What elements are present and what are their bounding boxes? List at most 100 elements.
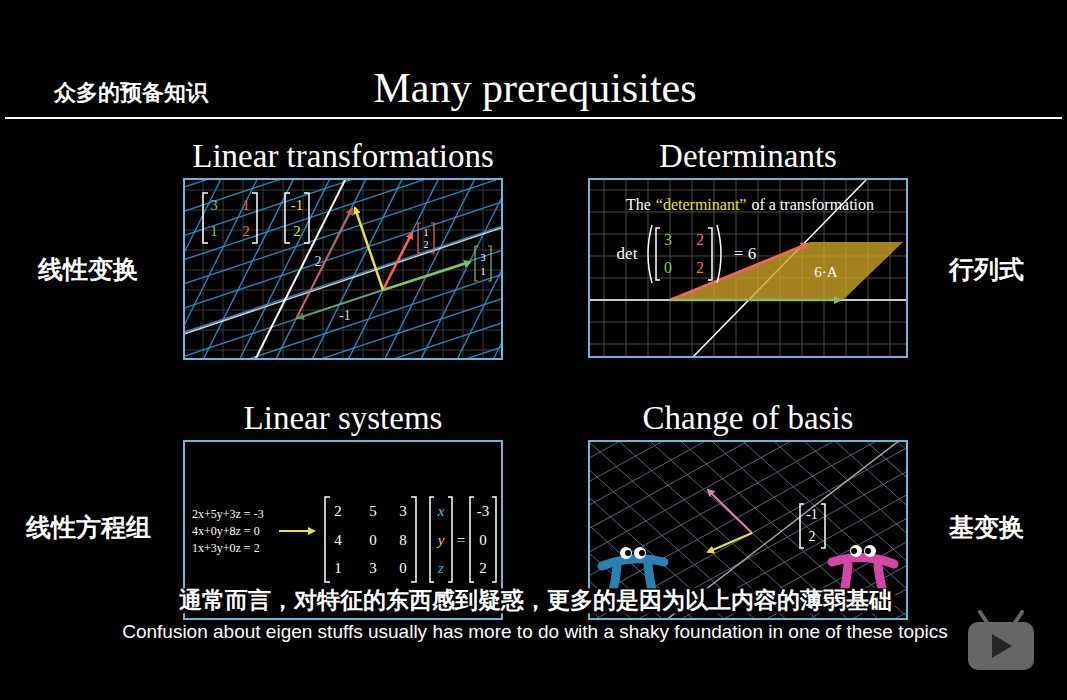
vector-bracket xyxy=(800,504,825,548)
figure-label: 6·A xyxy=(814,264,837,281)
grid-line xyxy=(590,442,906,618)
figure-label: 4 xyxy=(334,532,342,549)
grid-line xyxy=(590,442,906,618)
watermark-screen xyxy=(968,622,1034,670)
grid-line xyxy=(423,180,424,358)
grid-line xyxy=(287,180,501,358)
scaled-j-vector xyxy=(296,209,352,319)
grid-line xyxy=(185,180,501,358)
axis-line xyxy=(590,299,906,301)
grid-line xyxy=(223,180,224,358)
grid-line xyxy=(185,180,435,358)
matrix-bracket xyxy=(656,228,712,280)
grid-line xyxy=(463,180,464,358)
i-hat-vector xyxy=(670,299,840,302)
figure-label: 1 xyxy=(210,223,218,240)
grid-line xyxy=(590,442,906,618)
figure-label: 1 xyxy=(424,227,429,238)
grid-line xyxy=(185,180,305,358)
grid-line xyxy=(590,442,906,618)
grid-line xyxy=(200,180,501,358)
determinant-parens xyxy=(648,225,721,283)
grid-line xyxy=(590,442,906,618)
matrix-bracket xyxy=(203,193,257,243)
matrix-bracket xyxy=(325,497,416,582)
figure-label: 3 xyxy=(210,197,218,214)
grid-line xyxy=(185,214,501,358)
grid-line xyxy=(590,442,906,618)
figure-label: 2 xyxy=(696,259,704,277)
pi-body xyxy=(832,557,894,564)
grid-line xyxy=(185,180,261,358)
grid-line xyxy=(590,442,906,618)
determinant-figure xyxy=(590,180,906,356)
panel-heading: Linear transformations xyxy=(192,138,493,174)
figure-label: y xyxy=(438,532,445,549)
grid-line xyxy=(185,180,501,358)
grid-line xyxy=(283,180,284,358)
figure-label: 1 xyxy=(481,266,486,277)
figure-label: 0 xyxy=(399,560,407,577)
grid-line xyxy=(590,442,906,618)
grid-line xyxy=(590,442,906,618)
grid-line xyxy=(590,442,906,618)
result-vector xyxy=(355,208,383,290)
grid-line xyxy=(590,442,906,618)
grid-line xyxy=(185,180,501,358)
grid-line xyxy=(590,442,906,618)
grid-line xyxy=(185,180,501,250)
grid-line xyxy=(185,180,392,358)
chinese-label: 基变换 xyxy=(949,514,1024,542)
figure-label: 2 xyxy=(334,503,342,520)
grid-line xyxy=(590,442,906,618)
vector-bracket xyxy=(470,497,496,582)
grid-line xyxy=(590,442,906,618)
figure-label: det xyxy=(617,245,638,264)
pi-body xyxy=(602,559,664,566)
grid-line xyxy=(590,442,906,618)
grid-line xyxy=(323,180,324,358)
grid-line xyxy=(185,330,501,358)
figure-label: 3 xyxy=(399,503,407,520)
figure-label: x xyxy=(438,503,445,520)
background-grid xyxy=(590,180,906,356)
grid-line xyxy=(331,180,501,358)
grid-line xyxy=(374,180,501,358)
figure-label: -1 xyxy=(339,308,351,323)
figure-label: The xyxy=(626,196,651,214)
grid-line xyxy=(263,180,264,358)
grid-line xyxy=(890,180,891,356)
diagram-title: Many prerequisites xyxy=(373,65,696,111)
grid-line xyxy=(443,180,444,358)
scaled-area xyxy=(670,242,903,300)
grid-line xyxy=(590,442,906,618)
grid-line xyxy=(590,442,906,618)
vector-bracket xyxy=(285,193,309,243)
figure-label: 2 xyxy=(293,223,301,240)
panel-heading: Change of basis xyxy=(643,400,854,436)
vector-bracket xyxy=(475,246,491,281)
figure-label: “determinant” xyxy=(656,196,747,214)
grid-line xyxy=(185,180,348,358)
grid-line xyxy=(604,180,605,356)
grid-line xyxy=(590,442,906,618)
transformed-axis xyxy=(185,195,501,358)
chinese-label: 行列式 xyxy=(949,256,1024,284)
grid-line xyxy=(185,180,501,358)
rewrite-arrow xyxy=(279,530,314,532)
grid-line xyxy=(590,190,906,191)
video-watermark xyxy=(968,612,1034,670)
grid-line xyxy=(185,180,501,358)
j-hat-vector xyxy=(670,244,807,300)
pi-eye xyxy=(620,547,632,559)
grid-line xyxy=(590,300,906,301)
figure-label: 0 xyxy=(479,532,487,549)
background-grid xyxy=(590,442,906,618)
grid-line xyxy=(185,180,501,358)
caption-row: The“determinant”of a transformation xyxy=(626,196,874,214)
j-hat-vector xyxy=(383,233,412,290)
grid-line xyxy=(590,442,906,618)
grid-line xyxy=(590,442,906,618)
figure-label: -3 xyxy=(477,503,490,520)
figure-label: 2 xyxy=(479,560,487,577)
